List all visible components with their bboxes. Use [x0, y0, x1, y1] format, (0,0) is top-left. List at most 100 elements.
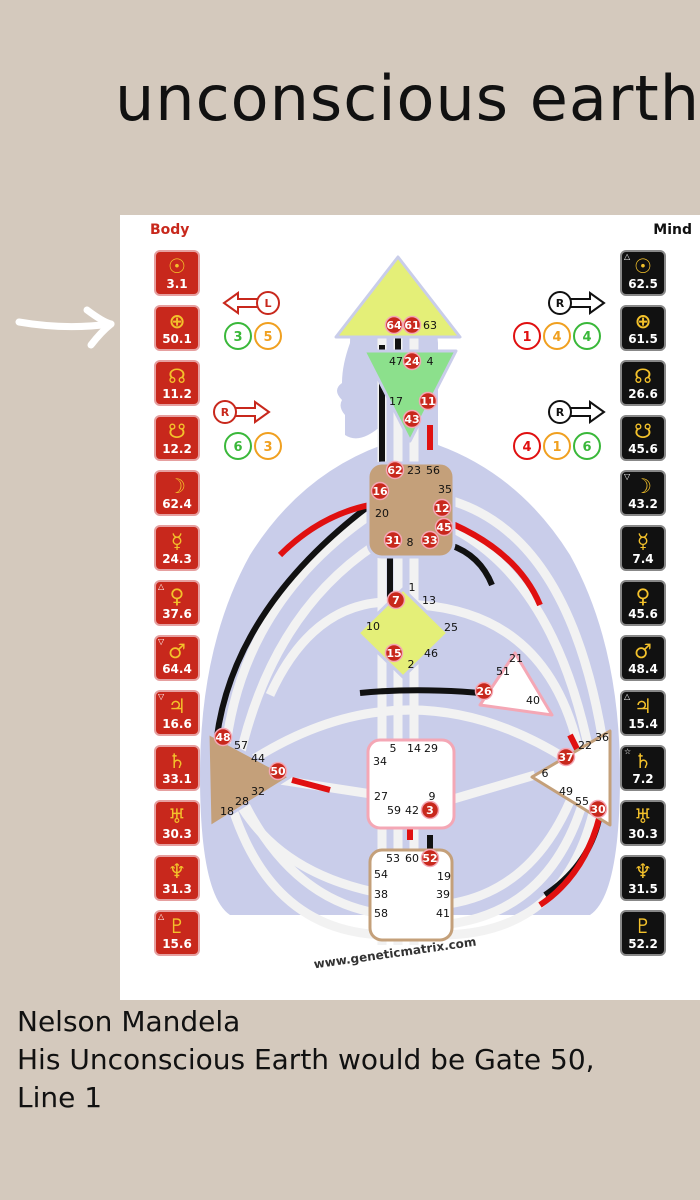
body-column-title: Body — [150, 222, 190, 238]
planet-symbol-icon: ⊕ — [168, 308, 186, 333]
gate-54: 54 — [374, 868, 388, 881]
planet-value: 43.2 — [628, 496, 658, 511]
body-planet-11: ♆31.3 — [154, 855, 200, 901]
gate-42: 42 — [405, 804, 419, 817]
svg-text:14: 14 — [407, 742, 421, 755]
gate-32: 32 — [251, 785, 265, 798]
gate-16: 16 — [370, 481, 390, 501]
planet-symbol-icon: ☉ — [634, 253, 652, 278]
gate-26: 26 — [474, 681, 494, 701]
mind-planet-5: ☿7.4 — [620, 525, 666, 571]
caption-line-3: Line 1 — [17, 1081, 103, 1114]
spleen-center — [206, 731, 292, 829]
planet-value: 45.6 — [628, 606, 658, 621]
planet-symbol-icon: ♀ — [169, 583, 185, 608]
gate-63: 63 — [423, 319, 437, 332]
planet-symbol-icon: ♃ — [634, 693, 652, 718]
mind-planet-1: ⊕61.5 — [620, 305, 666, 351]
planet-value: 12.2 — [162, 441, 192, 456]
svg-text:30: 30 — [590, 803, 606, 816]
gate-59: 59 — [387, 804, 401, 817]
svg-text:49: 49 — [559, 785, 573, 798]
planet-value: 31.3 — [162, 881, 192, 896]
planet-value: 37.6 — [162, 606, 192, 621]
mind-planet-11: ♆31.5 — [620, 855, 666, 901]
planet-symbol-icon: ☽ — [168, 473, 186, 498]
planet-symbol-icon: ♇ — [168, 913, 186, 938]
gate-58: 58 — [374, 907, 388, 920]
svg-text:12: 12 — [434, 502, 449, 515]
planet-symbol-icon: ☊ — [168, 363, 186, 388]
svg-text:8: 8 — [407, 536, 414, 549]
svg-text:28: 28 — [235, 795, 249, 808]
svg-text:45: 45 — [436, 521, 451, 534]
planet-value: 7.4 — [632, 551, 654, 566]
svg-text:17: 17 — [389, 395, 403, 408]
svg-text:52: 52 — [422, 852, 437, 865]
mind-planet-12: ♇52.2 — [620, 910, 666, 956]
svg-text:4: 4 — [522, 440, 531, 455]
gate-12: 12 — [432, 498, 452, 518]
gate-46: 46 — [424, 647, 438, 660]
planet-symbol-icon: ♆ — [168, 858, 186, 883]
gate-14: 14 — [407, 742, 421, 755]
gate-6: 6 — [542, 767, 549, 780]
planet-symbol-icon: ☽ — [634, 473, 652, 498]
body-planet-8: ▽♃16.6 — [154, 690, 200, 736]
gate-5: 5 — [390, 742, 397, 755]
gate-50: 50 — [268, 761, 288, 781]
gate-45: 45 — [434, 517, 454, 537]
gate-34: 34 — [373, 755, 387, 768]
svg-text:6: 6 — [542, 767, 549, 780]
mind-planet-6: ♀45.6 — [620, 580, 666, 626]
svg-text:55: 55 — [575, 795, 589, 808]
gate-51: 51 — [496, 665, 510, 678]
gate-33: 33 — [420, 530, 440, 550]
planet-marker-icon: ☆ — [624, 747, 632, 756]
svg-text:40: 40 — [526, 694, 540, 707]
svg-text:54: 54 — [374, 868, 388, 881]
gate-20: 20 — [375, 507, 389, 520]
svg-text:9: 9 — [429, 790, 436, 803]
gate-31: 31 — [383, 530, 403, 550]
body-planet-2: ☊11.2 — [154, 360, 200, 406]
svg-text:37: 37 — [558, 751, 573, 764]
head-center — [334, 255, 462, 339]
mind-planet-9: ☆♄7.2 — [620, 745, 666, 791]
svg-text:19: 19 — [437, 870, 451, 883]
planet-value: 52.2 — [628, 936, 658, 951]
gate-11: 11 — [418, 391, 438, 411]
planet-symbol-icon: ♅ — [634, 803, 652, 828]
svg-text:3: 3 — [263, 440, 272, 455]
planet-marker-icon: ▽ — [158, 637, 165, 646]
body-planet-12: △♇15.6 — [154, 910, 200, 956]
svg-text:21: 21 — [509, 652, 523, 665]
planet-value: 26.6 — [628, 386, 658, 401]
svg-text:31: 31 — [385, 534, 400, 547]
svg-text:44: 44 — [251, 752, 265, 765]
svg-text:16: 16 — [372, 485, 388, 498]
body-planet-1: ⊕50.1 — [154, 305, 200, 351]
ego-center — [478, 651, 554, 717]
body-planet-5: ☿24.3 — [154, 525, 200, 571]
gate-7: 7 — [386, 590, 406, 610]
svg-text:56: 56 — [426, 464, 440, 477]
gate-48: 48 — [213, 727, 233, 747]
planet-symbol-icon: ♂ — [634, 638, 652, 663]
planet-value: 30.3 — [628, 826, 658, 841]
planet-marker-icon: △ — [158, 912, 165, 921]
gate-27: 27 — [374, 790, 388, 803]
planet-symbol-icon: ♄ — [634, 748, 652, 773]
gate-8: 8 — [407, 536, 414, 549]
planet-value: 62.5 — [628, 276, 658, 291]
gate-49: 49 — [559, 785, 573, 798]
pointer-arrow-icon — [15, 306, 115, 349]
gate-39: 39 — [436, 888, 450, 901]
svg-text:5: 5 — [263, 330, 272, 345]
planet-marker-icon: △ — [158, 582, 165, 591]
svg-text:32: 32 — [251, 785, 265, 798]
svg-text:57: 57 — [234, 739, 248, 752]
svg-text:62: 62 — [387, 464, 402, 477]
